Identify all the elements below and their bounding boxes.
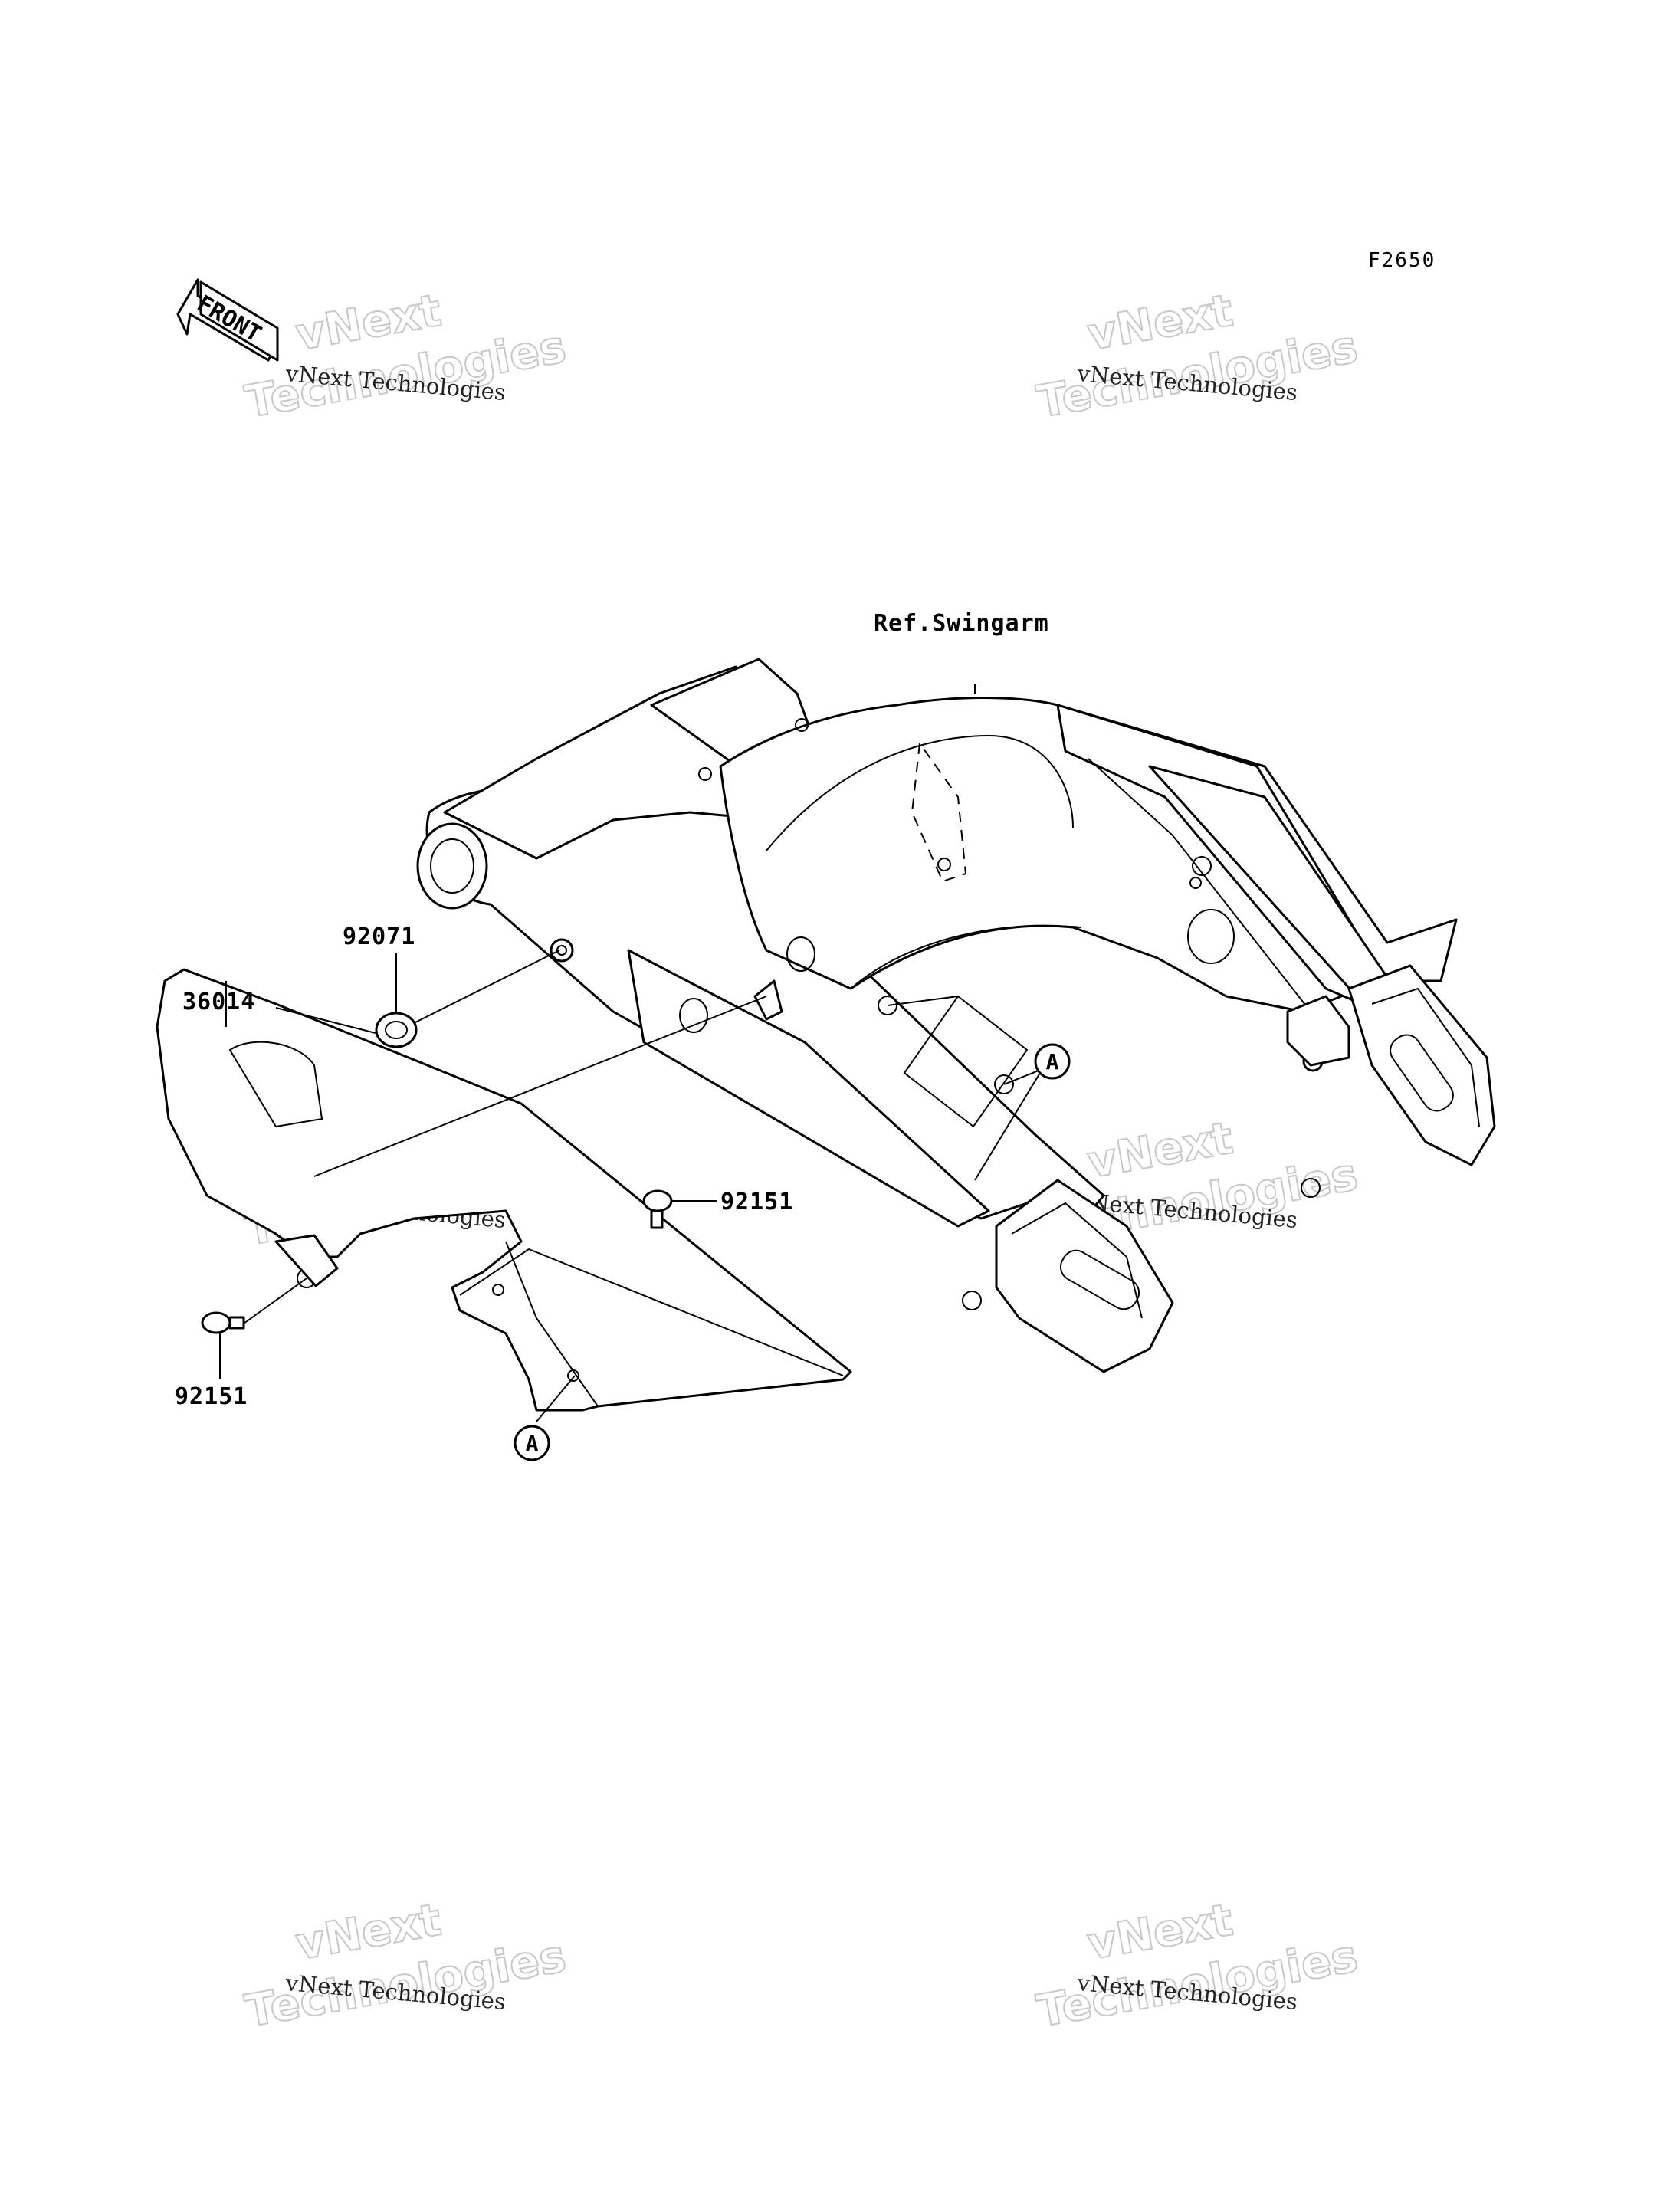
watermark-bottom-right: vNext Technologies (1032, 1893, 1362, 2039)
marker-a-upper: A (1034, 1043, 1071, 1080)
callout-92071: 92071 (343, 923, 415, 950)
marker-a-lower-label: A (526, 1431, 539, 1456)
chain-cover-part (156, 968, 852, 1412)
reference-swingarm-label: Ref.Swingarm (874, 610, 1049, 637)
marker-a-upper-label: A (1046, 1049, 1059, 1074)
grommet-part (375, 1012, 418, 1048)
callout-92151-upper: 92151 (720, 1189, 793, 1215)
callout-92151-lower: 92151 (175, 1383, 248, 1410)
front-arrow-icon: FRONT (176, 278, 279, 362)
swingarm-drawing (416, 658, 1496, 1373)
leader-lines (219, 684, 1043, 1422)
bolt-lower-part (201, 1311, 245, 1334)
watermark-bottom-left: vNext Technologies (241, 1893, 570, 2039)
marker-a-lower: A (514, 1425, 550, 1461)
diagram-code: F2650 (1368, 249, 1436, 272)
callout-36014: 36014 (182, 989, 255, 1015)
watermark-top-right: vNext Technologies (1032, 284, 1362, 429)
watermark-top-left: vNext Technologies (241, 284, 570, 429)
